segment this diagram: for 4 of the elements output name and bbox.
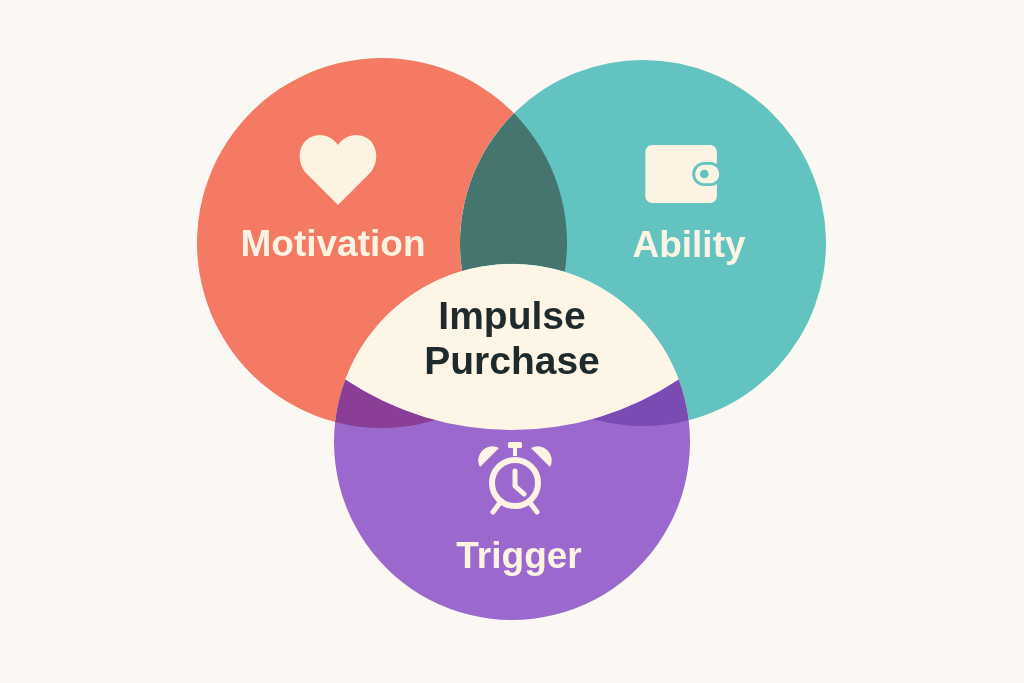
circle-label: Motivation	[240, 222, 426, 266]
intersection-label: Impulse Purchase	[424, 294, 600, 384]
circle-label: Ability	[632, 223, 746, 267]
circle-label: Trigger	[456, 534, 582, 578]
